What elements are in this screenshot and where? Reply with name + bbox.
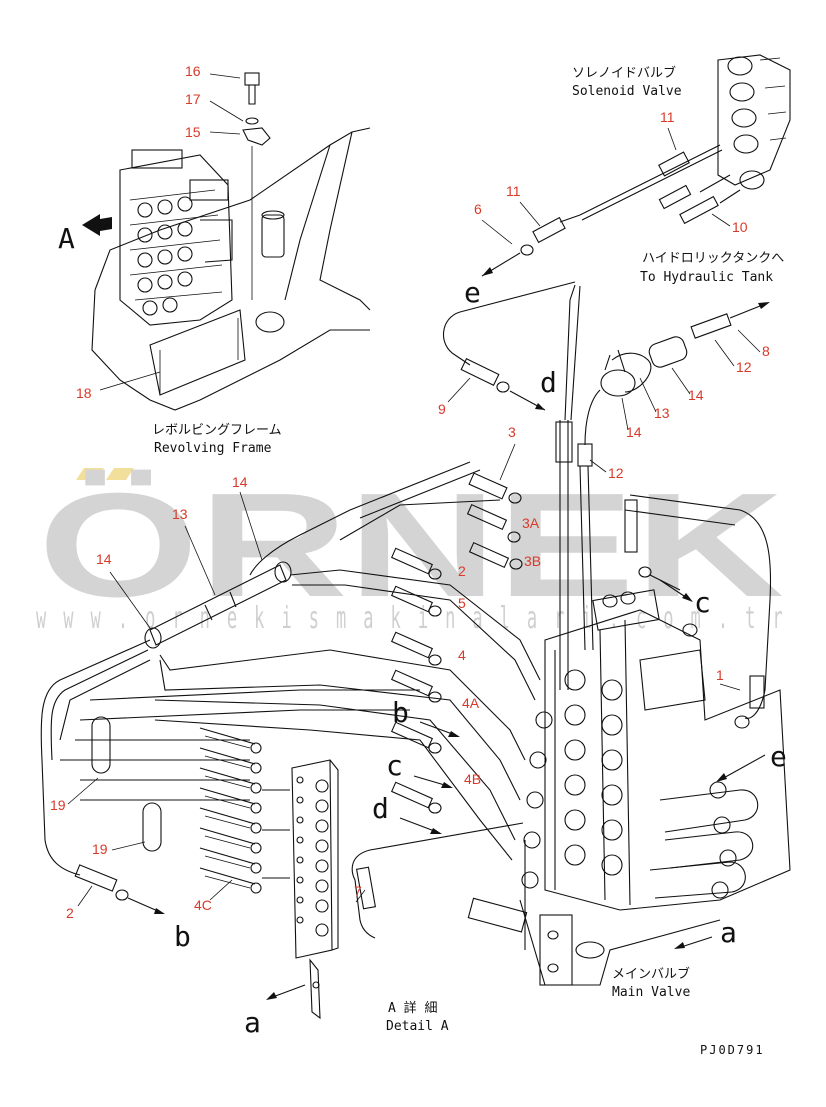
solenoid-label-jp: ソレノイドバルブ	[572, 65, 676, 81]
main-valve-label-en: Main Valve	[612, 985, 690, 1000]
part-number: 19	[50, 797, 66, 813]
part-number: 4B	[464, 771, 481, 787]
part-number: 16	[185, 63, 201, 79]
view-arrow-icon	[82, 214, 112, 236]
bolt-assembly	[242, 72, 271, 300]
detail-label-jp: A 詳 細	[388, 1000, 437, 1016]
watermark: ÖRNEK w w w . o r n e k i s m a k i n a …	[36, 463, 786, 636]
part-number: 19	[92, 841, 108, 857]
main-valve-label-jp: メインバルブ	[612, 966, 690, 982]
part-number: 12	[608, 465, 624, 481]
part-number: 13	[654, 405, 670, 421]
inset-valve-stack	[119, 149, 233, 326]
part-number: 14	[232, 474, 248, 490]
part-number: 4A	[462, 695, 480, 711]
part-number: 14	[688, 387, 704, 403]
part-number: 5	[458, 595, 466, 611]
watermark-accent-1	[76, 468, 104, 480]
hose-to-e	[481, 144, 723, 277]
connection-letter: e	[464, 276, 481, 309]
connection-letter: a	[244, 1006, 261, 1039]
connection-letter: c	[694, 586, 711, 619]
part-number: 11	[506, 183, 521, 199]
part-number: 3A	[522, 515, 540, 531]
connection-letter: d	[540, 366, 557, 399]
frame-label-jp: レボルビングフレーム	[152, 423, 282, 438]
connection-letter: d	[372, 792, 389, 825]
part-number: 4	[458, 647, 466, 663]
watermark-brand: ÖRNEK	[38, 463, 784, 628]
hose-10	[658, 174, 741, 225]
part-number: 3	[508, 424, 516, 440]
part-number: 4C	[194, 897, 212, 913]
hose-9	[442, 281, 581, 421]
part-number: 7	[354, 883, 362, 899]
solenoid-valve	[717, 54, 791, 190]
tank-label-en: To Hydraulic Tank	[640, 270, 773, 285]
part-number: 6	[474, 201, 482, 217]
part-number: 8	[762, 343, 770, 359]
hose-bundle	[40, 461, 541, 914]
solenoid-label-en: Solenoid Valve	[572, 84, 682, 99]
main-valve	[351, 420, 791, 986]
connection-letter: e	[770, 740, 787, 773]
part-number: 17	[185, 91, 201, 107]
part-number: 12	[736, 359, 752, 375]
part-number: 14	[96, 551, 112, 567]
connection-letter: c	[386, 749, 403, 782]
connection-letter: a	[720, 916, 737, 949]
part-number: 2	[66, 905, 74, 921]
tank-label-jp: ハイドロリックタンクへ	[642, 251, 784, 266]
connection-letter: b	[174, 920, 191, 953]
frame-label-en: Revolving Frame	[154, 441, 272, 456]
detail-label-en: Detail A	[386, 1019, 449, 1034]
reference-code: PJ0D791	[700, 1043, 765, 1057]
connection-letter: b	[392, 696, 409, 729]
part-number: 18	[76, 385, 92, 401]
part-number: 13	[172, 506, 188, 522]
tank-fittings	[577, 302, 770, 467]
watermark-url: w w w . o r n e k i s m a k i n a l a r …	[36, 601, 786, 636]
detail-a	[199, 727, 339, 1020]
part-number: 9	[438, 401, 446, 417]
watermark-accent-2	[106, 468, 134, 480]
part-number: 10	[732, 219, 748, 235]
view-arrow-label: A	[58, 222, 75, 255]
part-number: 14	[626, 424, 642, 440]
part-number: 15	[185, 124, 201, 140]
part-number: 2	[458, 563, 466, 579]
revolving-frame-inset: A	[58, 72, 371, 411]
part-number: 1	[716, 667, 724, 683]
part-number: 3B	[524, 553, 541, 569]
part-number: 11	[660, 109, 675, 125]
